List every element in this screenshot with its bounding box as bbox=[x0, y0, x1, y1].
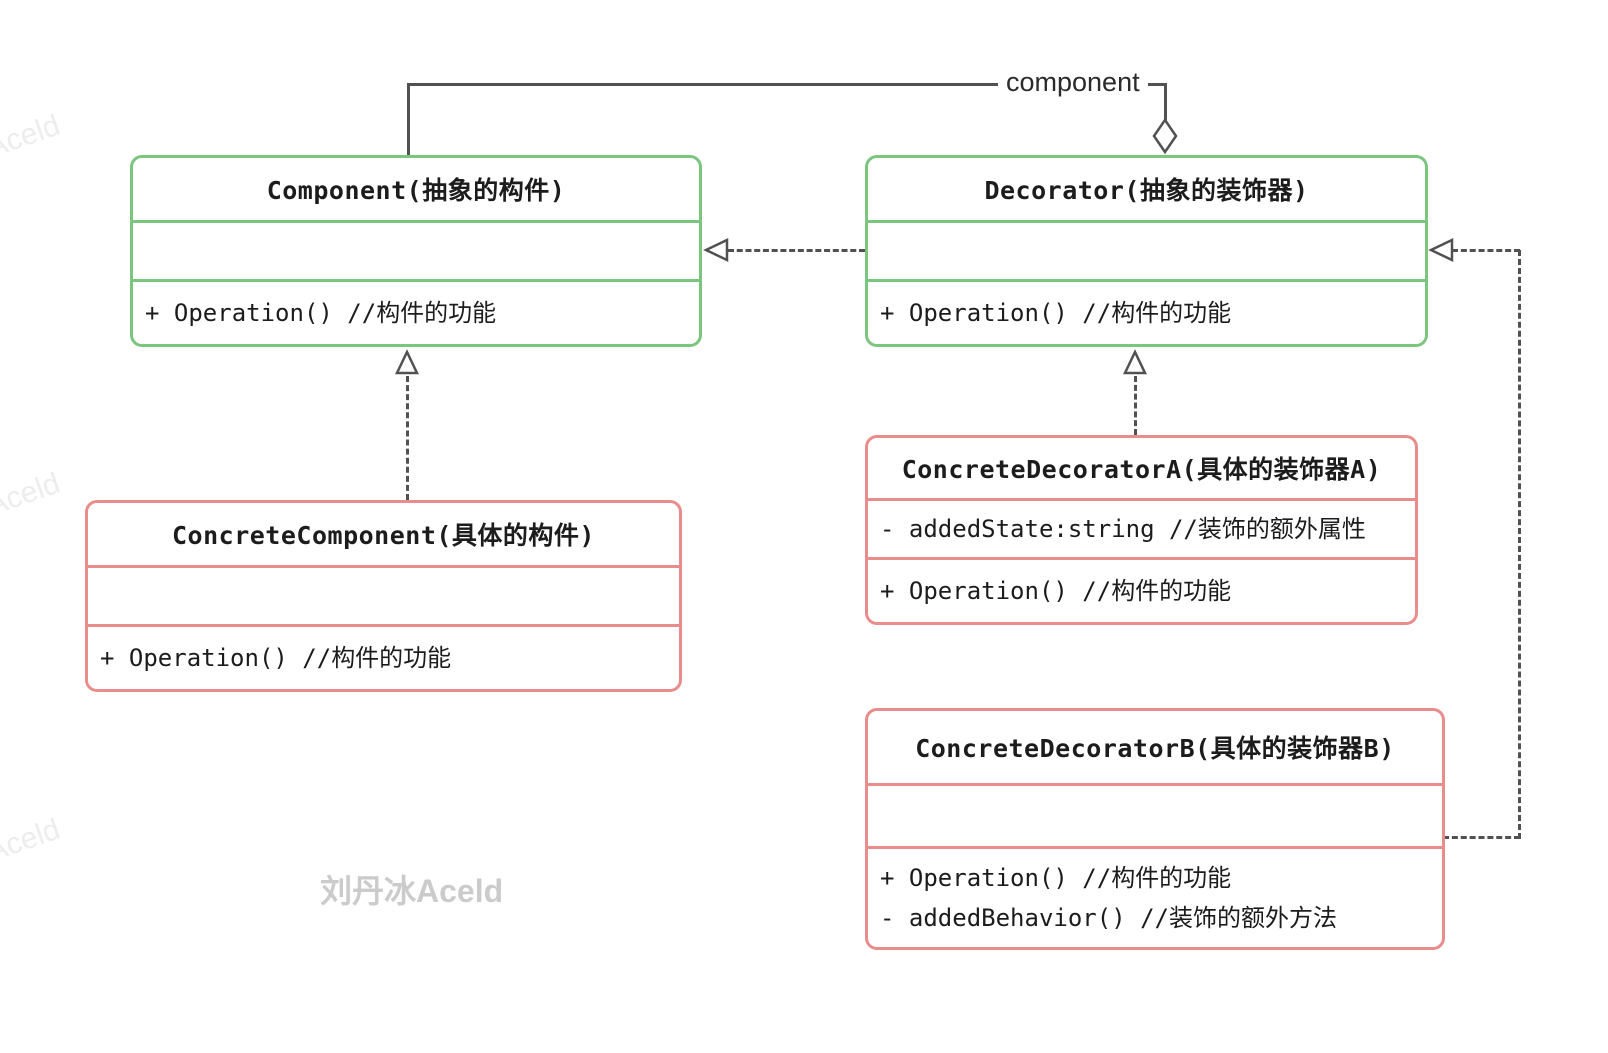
watermark-aceld-bottom: Aceld bbox=[0, 812, 65, 869]
class-name-header: ConcreteComponent(具体的构件) bbox=[88, 503, 679, 568]
method-line: + Operation() //构件的功能 bbox=[880, 577, 1232, 605]
aggregation-line-right-vertical bbox=[1164, 83, 1167, 122]
aggregation-line-left-vertical bbox=[407, 83, 410, 155]
class-name-header: Component(抽象的构件) bbox=[133, 158, 699, 223]
hollow-triangle-left-icon-decorator bbox=[1428, 238, 1454, 262]
attribute-line: - addedState:string //装饰的额外属性 bbox=[880, 515, 1366, 543]
class-box-concrete-component: ConcreteComponent(具体的构件) + Operation() /… bbox=[85, 500, 682, 692]
association-label-component: component bbox=[998, 63, 1148, 101]
attributes-section bbox=[868, 223, 1425, 282]
class-name-header: ConcreteDecoratorB(具体的装饰器B) bbox=[868, 711, 1442, 786]
hollow-triangle-up-icon-left bbox=[395, 349, 419, 375]
dashed-line-into-decorator bbox=[1452, 249, 1520, 252]
attributes-section bbox=[868, 786, 1442, 849]
method-line: + Operation() //构件的功能 bbox=[145, 299, 497, 327]
method-line: + Operation() //构件的功能 bbox=[880, 299, 1232, 327]
class-name-header: Decorator(抽象的装饰器) bbox=[868, 158, 1425, 223]
dashed-line-decorator-b-out bbox=[1443, 836, 1520, 839]
method-line: - addedBehavior() //装饰的额外方法 bbox=[880, 904, 1337, 932]
dashed-line-concrete-component-to-component bbox=[406, 376, 409, 500]
dashed-line-right-vertical bbox=[1518, 250, 1521, 839]
class-box-concrete-decorator-b: ConcreteDecoratorB(具体的装饰器B) + Operation(… bbox=[865, 708, 1445, 950]
methods-section: + Operation() //构件的功能 bbox=[133, 282, 699, 344]
signature-watermark: 刘丹冰Aceld bbox=[320, 873, 504, 909]
dashed-line-decorator-a-to-decorator bbox=[1134, 376, 1137, 435]
class-name-header: ConcreteDecoratorA(具体的装饰器A) bbox=[868, 438, 1415, 501]
method-line: + Operation() //构件的功能 bbox=[100, 644, 452, 672]
watermark-aceld-top: Aceld bbox=[0, 108, 65, 165]
attributes-section: - addedState:string //装饰的额外属性 bbox=[868, 501, 1415, 560]
hollow-triangle-up-icon-right bbox=[1123, 349, 1147, 375]
hollow-triangle-left-icon bbox=[703, 238, 729, 262]
method-line: + Operation() //构件的功能 bbox=[880, 864, 1232, 892]
class-box-concrete-decorator-a: ConcreteDecoratorA(具体的装饰器A) - addedState… bbox=[865, 435, 1418, 625]
methods-section: + Operation() //构件的功能 bbox=[868, 560, 1415, 622]
methods-section: + Operation() //构件的功能 - addedBehavior() … bbox=[868, 849, 1442, 947]
attributes-section bbox=[133, 223, 699, 282]
class-box-component: Component(抽象的构件) + Operation() //构件的功能 bbox=[130, 155, 702, 347]
class-box-decorator: Decorator(抽象的装饰器) + Operation() //构件的功能 bbox=[865, 155, 1428, 347]
watermark-aceld-middle: Aceld bbox=[0, 466, 65, 523]
attributes-section bbox=[88, 568, 679, 627]
dashed-line-decorator-to-component bbox=[728, 249, 865, 252]
aggregation-diamond-icon bbox=[1152, 117, 1178, 155]
aggregation-line-horizontal bbox=[407, 83, 1167, 86]
methods-section: + Operation() //构件的功能 bbox=[868, 282, 1425, 344]
methods-section: + Operation() //构件的功能 bbox=[88, 627, 679, 689]
